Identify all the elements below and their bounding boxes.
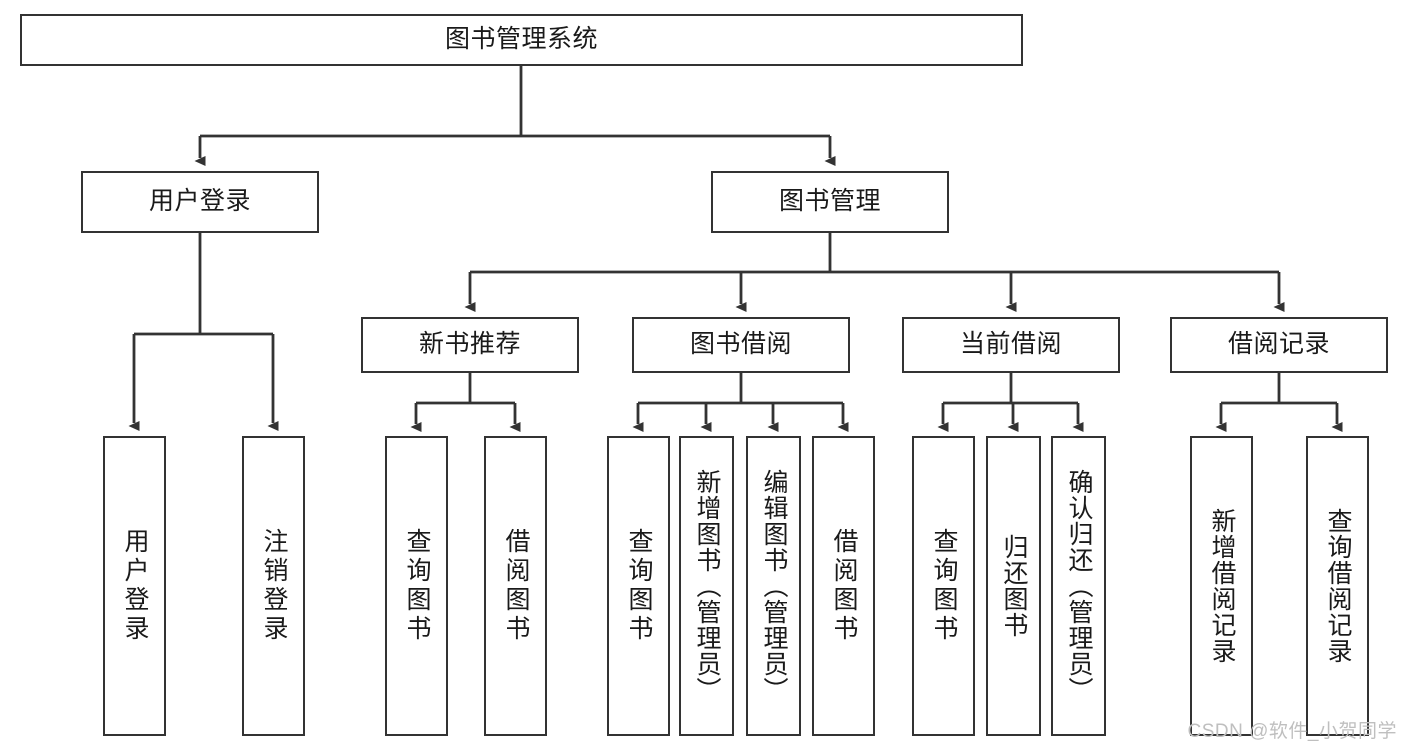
node-current-borrow-label: 当前借阅 — [959, 330, 1062, 359]
leaf-confirm-return-admin[interactable]: 确认归还（管理员） — [1051, 436, 1106, 736]
leaf-add-book-admin[interactable]: 新增图书（管理员） — [679, 436, 734, 736]
node-new-book-recommend-label: 新书推荐 — [418, 330, 521, 359]
node-book-borrow[interactable]: 图书借阅 — [632, 317, 850, 373]
watermark-text: CSDN @软件_小贺同学 — [1187, 721, 1397, 742]
leaf-query-book-1[interactable]: 查询图书 — [385, 436, 448, 736]
node-borrow-record[interactable]: 借阅记录 — [1170, 317, 1388, 373]
leaf-borrow-book-1-label: 借阅图书 — [502, 528, 530, 644]
leaf-query-book-1-label: 查询图书 — [403, 528, 431, 644]
leaf-query-borrow-record[interactable]: 查询借阅记录 — [1306, 436, 1369, 736]
leaf-add-borrow-record-label: 新增借阅记录 — [1208, 508, 1236, 664]
leaf-logout-login-label: 注销登录 — [260, 528, 288, 644]
leaf-add-book-admin-label: 新增图书（管理员） — [693, 469, 721, 703]
leaf-borrow-book-2-label: 借阅图书 — [830, 528, 858, 644]
node-current-borrow[interactable]: 当前借阅 — [902, 317, 1120, 373]
leaf-return-book[interactable]: 归还图书 — [986, 436, 1041, 736]
leaf-add-borrow-record[interactable]: 新增借阅记录 — [1190, 436, 1253, 736]
node-root-label: 图书管理系统 — [444, 25, 598, 54]
leaf-borrow-book-1[interactable]: 借阅图书 — [484, 436, 547, 736]
leaf-edit-book-admin-label: 编辑图书（管理员） — [760, 469, 788, 703]
node-borrow-record-label: 借阅记录 — [1227, 330, 1330, 359]
leaf-user-login[interactable]: 用户登录 — [103, 436, 166, 736]
node-book-manage[interactable]: 图书管理 — [711, 171, 949, 233]
leaf-logout-login[interactable]: 注销登录 — [242, 436, 305, 736]
node-new-book-recommend[interactable]: 新书推荐 — [361, 317, 579, 373]
node-book-manage-label: 图书管理 — [778, 187, 881, 216]
leaf-edit-book-admin[interactable]: 编辑图书（管理员） — [746, 436, 801, 736]
node-root[interactable]: 图书管理系统 — [20, 14, 1023, 66]
leaf-query-book-3-label: 查询图书 — [930, 528, 958, 644]
leaf-query-book-2[interactable]: 查询图书 — [607, 436, 670, 736]
node-book-borrow-label: 图书借阅 — [689, 330, 792, 359]
leaf-query-book-2-label: 查询图书 — [625, 528, 653, 644]
leaf-confirm-return-admin-label: 确认归还（管理员） — [1065, 469, 1093, 703]
leaf-return-book-label: 归还图书 — [1000, 534, 1028, 638]
node-user-login-label: 用户登录 — [148, 187, 251, 216]
leaf-query-borrow-record-label: 查询借阅记录 — [1324, 508, 1352, 664]
leaf-user-login-label: 用户登录 — [121, 528, 149, 644]
node-user-login[interactable]: 用户登录 — [81, 171, 319, 233]
leaf-query-book-3[interactable]: 查询图书 — [912, 436, 975, 736]
leaf-borrow-book-2[interactable]: 借阅图书 — [812, 436, 875, 736]
